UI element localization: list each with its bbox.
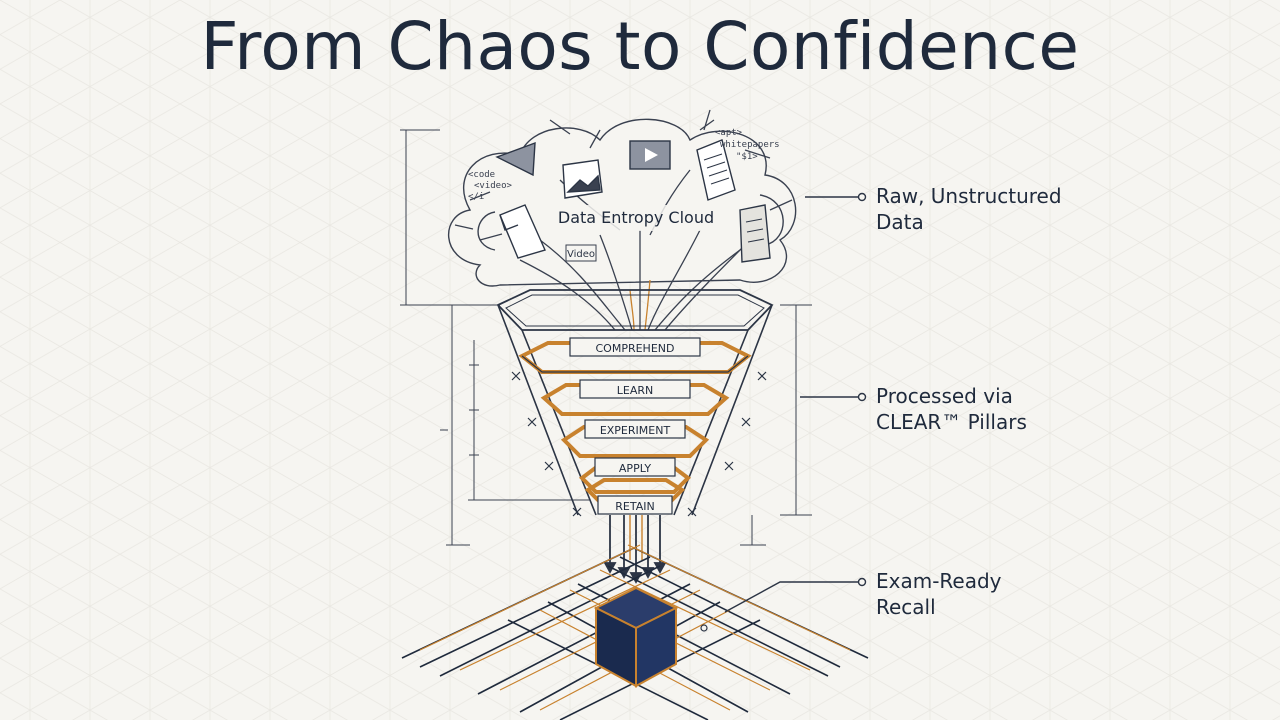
cloud-label: Data Entropy Cloud: [558, 208, 714, 227]
callout-exam-ready-line1: Exam-Ready: [876, 569, 1002, 593]
pillar-apply: APPLY: [578, 457, 692, 494]
pillar-learn: LEARN: [540, 379, 730, 416]
apt-line-2: whitepapers: [720, 140, 780, 150]
pillar-layers: COMPREHEND LEARN EXPERIMENT APPLY RETAIN: [518, 337, 752, 515]
knowledge-cube: [593, 586, 679, 688]
grid-marker: [700, 624, 708, 632]
video-play-icon: [629, 140, 671, 170]
code-line-2: <video>: [474, 181, 513, 191]
checklist-document-icon: [739, 204, 771, 263]
page-title: From Chaos to Confidence: [200, 8, 1080, 85]
pillar-label-learn: LEARN: [617, 384, 653, 397]
funnel-rim: [496, 289, 774, 331]
callout-exam-ready: Exam-Ready Recall: [876, 568, 1002, 620]
document-icon-2: [499, 204, 546, 259]
apt-snippet: <apt> whitepapers "$1>: [715, 128, 780, 162]
pillar-comprehend: COMPREHEND: [518, 337, 752, 374]
pillar-label-experiment: EXPERIMENT: [600, 424, 671, 437]
apt-line-3: "$1>: [736, 152, 758, 162]
dimension-lines: [400, 129, 812, 546]
callout-exam-ready-line2: Recall: [876, 595, 936, 619]
callout-raw-data-line1: Raw, Unstructured: [876, 184, 1062, 208]
pillar-retain: RETAIN: [584, 478, 686, 515]
data-streams: [454, 109, 793, 331]
image-file-icon: [495, 141, 603, 199]
callout-raw-data-line2: Data: [876, 210, 924, 234]
pillar-label-apply: APPLY: [619, 462, 651, 475]
callout-processed: Processed via CLEAR™ Pillars: [876, 383, 1027, 435]
code-line-3: </i: [468, 192, 484, 202]
pillar-label-comprehend: COMPREHEND: [596, 342, 675, 355]
document-icon: [696, 139, 736, 201]
funnel-rivets: [511, 371, 767, 517]
callout-connectors: [724, 192, 867, 613]
funnel-body: [497, 304, 773, 516]
apt-line-1: <apt>: [715, 128, 743, 138]
code-line-1: <code: [468, 170, 495, 180]
pillar-experiment: EXPERIMENT: [560, 419, 710, 458]
video-tag: Video: [565, 244, 597, 262]
video-tag-label: Video: [567, 249, 595, 260]
code-snippet: <code <video> </i: [468, 170, 513, 202]
callout-processed-line1: Processed via: [876, 384, 1013, 408]
callout-raw-data: Raw, Unstructured Data: [876, 183, 1062, 235]
pillar-label-retain: RETAIN: [615, 500, 654, 513]
callout-processed-line2: CLEAR™ Pillars: [876, 410, 1027, 434]
